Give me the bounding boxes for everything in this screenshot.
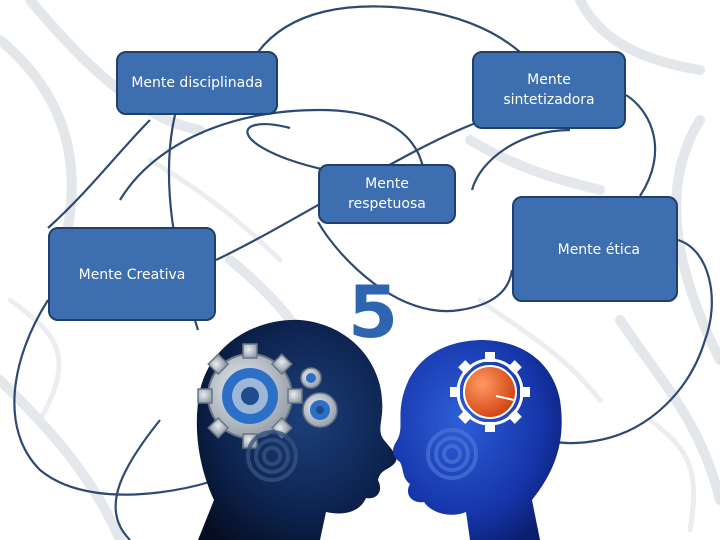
left-head-icon [196,319,397,540]
connector-line [13,299,239,496]
spiral-icon [246,430,298,482]
mente-sintetizadora-box: Mente sintetizadora [472,51,626,129]
connector-line [47,119,151,229]
connector-line [257,5,521,53]
mente-disciplinada-label: Mente disciplinada [131,75,263,91]
mente-respetuosa-box: Mente respetuosa [318,164,456,224]
center-number: 5 [348,270,399,354]
mente-disciplinada-box: Mente disciplinada [116,51,278,115]
mente-etica-box: Mente ética [512,196,678,302]
mente-respetuosa-label-line1: Mente [365,176,409,192]
gear-icon [302,392,338,428]
gear-icon [300,367,322,389]
spiral-icon [426,428,478,480]
mente-creativa-box: Mente Creativa [48,227,216,321]
mente-sintetizadora-label-line1: Mente [527,72,571,88]
gear-icon [197,343,303,449]
mente-sintetizadora-label-line2: sintetizadora [503,92,595,108]
mente-creativa-label: Mente Creativa [78,267,186,283]
connector-line [470,128,571,191]
connector-line [114,419,161,540]
connector-line [625,94,657,197]
mente-respetuosa-label-line2: respetuosa [348,196,426,212]
connector-line [317,221,514,313]
right-head-icon [393,340,562,540]
mente-etica-label: Mente ética [557,242,640,258]
